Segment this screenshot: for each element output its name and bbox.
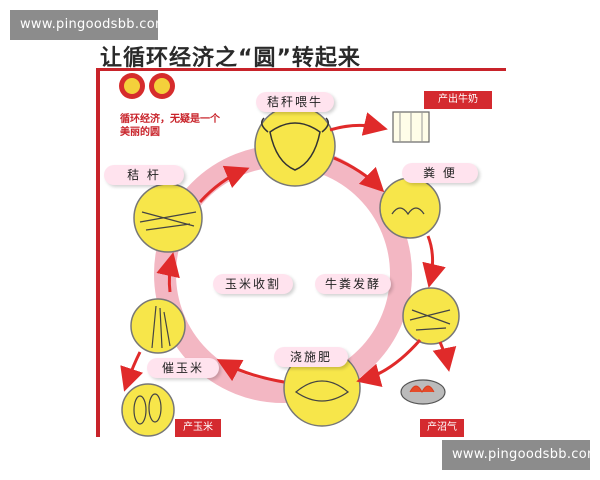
arrow-dung-to-ferment — [422, 235, 446, 288]
milk-icon — [392, 111, 430, 143]
emblem-icon — [119, 73, 175, 99]
node-straw — [133, 183, 203, 253]
arrow-corn-to-straw — [156, 252, 180, 293]
biogas-stove-icon — [400, 379, 446, 405]
watermark-bottom: www.pingoodsbb.com — [442, 440, 600, 470]
arrow-growth-to-corn — [120, 351, 144, 392]
watermark-top: www.pingoodsbb.com — [10, 10, 168, 40]
arrow-fertilizer-to-corn — [216, 359, 285, 384]
label-corn-harvest: 玉米收割 — [213, 274, 293, 294]
label-corn-grow: 催玉米 — [147, 358, 219, 378]
node-dung — [379, 177, 441, 239]
arrow-cow-to-milk — [329, 112, 388, 136]
node-fertilizer — [283, 349, 361, 427]
node-ferment — [402, 287, 460, 345]
label-dung-ferment: 牛粪发酵 — [315, 274, 391, 294]
node-corn-growth — [130, 298, 186, 354]
title-divider — [96, 68, 506, 71]
arrow-cow-to-dung — [333, 156, 385, 193]
label-straw: 秸 杆 — [104, 165, 184, 185]
label-fertilizer: 浇施肥 — [274, 347, 348, 367]
arrow-ferment-to-fertilizer — [356, 339, 422, 387]
arrow-ferment-to-biogas — [432, 341, 457, 372]
cycle-note: 循环经济，无疑是一个美丽的圆 — [120, 114, 220, 138]
tag-biogas: 产沼气 — [420, 419, 464, 437]
left-border — [96, 71, 100, 437]
label-dung: 粪 便 — [402, 163, 478, 183]
tag-corn: 产玉米 — [175, 419, 221, 437]
label-straw-feed: 秸秆喂牛 — [256, 92, 334, 112]
tag-milk: 产出牛奶 — [424, 91, 492, 109]
arrow-straw-to-cow — [198, 165, 250, 204]
node-cow — [254, 105, 336, 187]
node-corn — [121, 383, 175, 437]
